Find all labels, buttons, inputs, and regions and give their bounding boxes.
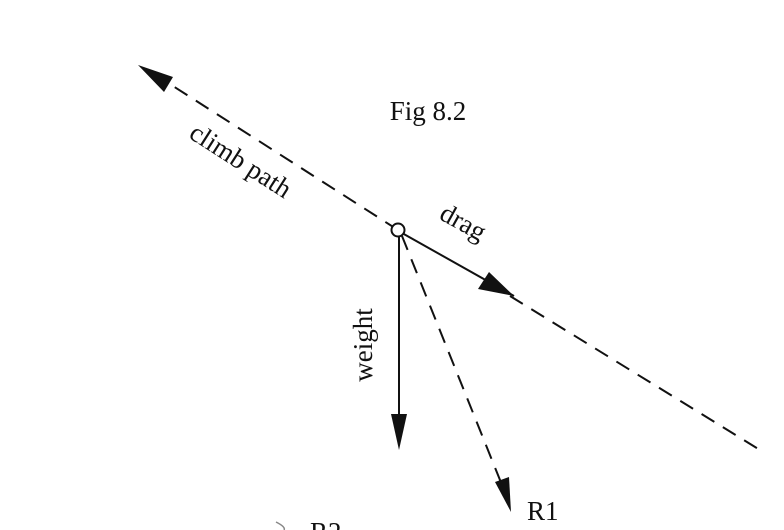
origin-point [390, 222, 406, 238]
weight-label: weight [348, 308, 378, 382]
path-extension-line [509, 295, 761, 451]
r1-arrowhead [495, 477, 511, 512]
figure-caption: Fig 8.2 [390, 96, 467, 126]
r1-label: R1 [527, 496, 559, 526]
drag-label: drag [435, 197, 492, 247]
climb-path-arrowhead [138, 65, 173, 92]
r2-label: R2 [310, 517, 342, 530]
r2-curve-fragment [275, 521, 286, 530]
climb-path-line [161, 78, 399, 231]
weight-arrowhead [391, 414, 407, 450]
drag-arrowhead [478, 272, 514, 296]
r1-vector [401, 235, 505, 491]
